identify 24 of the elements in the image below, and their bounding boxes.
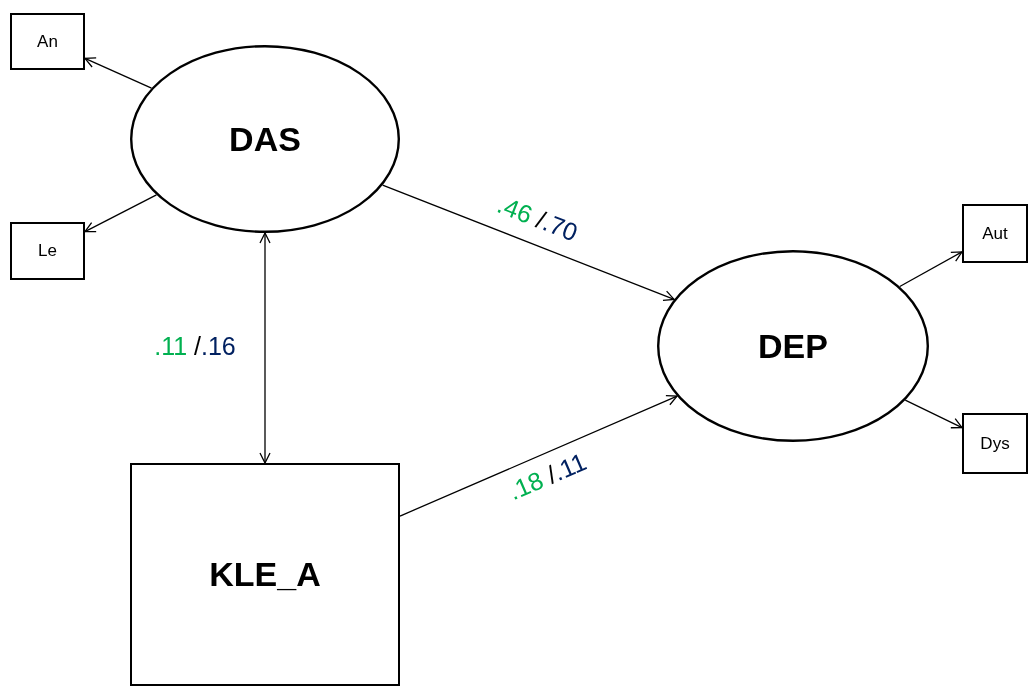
- node-label: Aut: [982, 222, 1008, 245]
- arrow: [899, 251, 963, 288]
- observed-variable-box: [10, 222, 85, 280]
- node-label: An: [37, 30, 58, 53]
- node-label: DEP: [758, 325, 828, 367]
- edge-label: .11 /.16: [154, 332, 236, 360]
- edge-label: .46 /.70: [493, 189, 582, 247]
- edge-label: .18 /.11: [504, 447, 591, 506]
- node-label: KLE_A: [209, 554, 321, 595]
- observed-variable-box: [10, 13, 85, 70]
- observed-variable-box: [962, 204, 1028, 263]
- node-label: Le: [38, 240, 57, 263]
- latent-variable-ellipse: [130, 45, 400, 233]
- arrow: [399, 394, 678, 517]
- arrow: [382, 184, 675, 302]
- node-label: DAS: [229, 118, 301, 160]
- observed-variable-box: [130, 463, 400, 686]
- observed-variable-box: [962, 413, 1028, 474]
- arrow: [259, 232, 271, 464]
- latent-variable-ellipse: [657, 250, 929, 442]
- arrow: [904, 399, 963, 429]
- arrow: [84, 57, 153, 89]
- node-label: Dys: [980, 432, 1010, 455]
- arrow: [84, 194, 158, 233]
